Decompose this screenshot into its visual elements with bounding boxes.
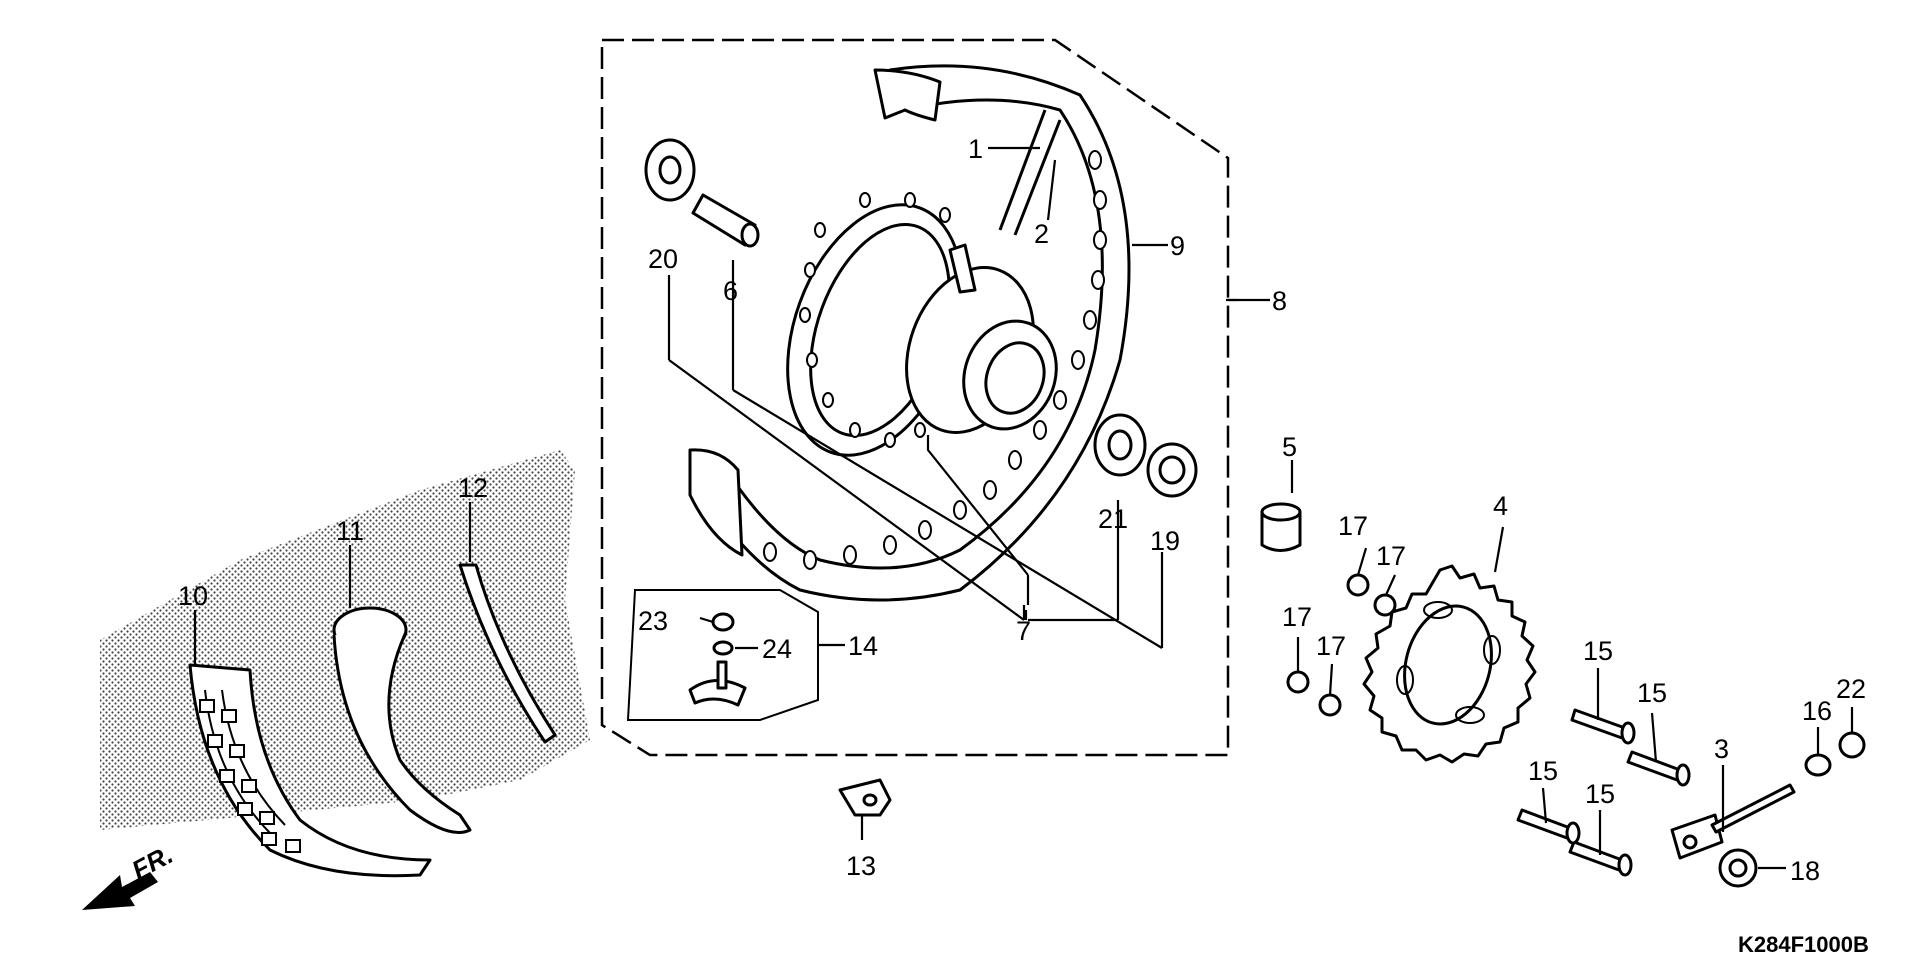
dust-seal-19 bbox=[1146, 442, 1198, 498]
callout-15c: 15 bbox=[1528, 756, 1558, 786]
sprocket-bolts-15 bbox=[1516, 708, 1691, 877]
collar-5 bbox=[1260, 502, 1302, 552]
callout-15a: 15 bbox=[1583, 636, 1613, 666]
callout-22: 22 bbox=[1836, 674, 1866, 704]
bearing-20 bbox=[644, 138, 696, 202]
callout-14: 14 bbox=[848, 631, 878, 661]
callout-5: 5 bbox=[1282, 432, 1297, 462]
callout-1: 1 bbox=[968, 134, 983, 164]
front-direction-arrow bbox=[82, 872, 158, 910]
distance-collar-6 bbox=[691, 193, 760, 248]
drawing-code: K284F1000B bbox=[1738, 932, 1869, 957]
callout-20: 20 bbox=[648, 244, 678, 274]
callout-7: 7 bbox=[1016, 616, 1031, 646]
callout-2: 2 bbox=[1034, 219, 1049, 249]
callout-17b: 17 bbox=[1376, 541, 1406, 571]
tire bbox=[188, 663, 432, 878]
sprocket-nuts-17 bbox=[1286, 573, 1397, 717]
callout-17a: 17 bbox=[1338, 511, 1368, 541]
inner-tube bbox=[332, 606, 472, 834]
leader-lines bbox=[193, 146, 1854, 870]
callout-6: 6 bbox=[723, 276, 738, 306]
washer-24 bbox=[712, 640, 734, 656]
valve-clip-13 bbox=[838, 778, 892, 817]
callout-23: 23 bbox=[638, 606, 668, 636]
callout-3: 3 bbox=[1714, 734, 1729, 764]
callout-17d: 17 bbox=[1316, 631, 1346, 661]
callout-4: 4 bbox=[1493, 491, 1508, 521]
callout-17c: 17 bbox=[1282, 602, 1312, 632]
callout-16: 16 bbox=[1802, 696, 1832, 726]
callout-15d: 15 bbox=[1585, 779, 1615, 809]
tire-lock bbox=[688, 660, 747, 707]
callout-12: 12 bbox=[458, 473, 488, 503]
rim-band bbox=[458, 563, 557, 744]
callout-11: 11 bbox=[336, 516, 364, 546]
spokes bbox=[998, 109, 1062, 236]
callout-19: 19 bbox=[1150, 526, 1180, 556]
nut-16 bbox=[1804, 753, 1832, 777]
callout-15b: 15 bbox=[1637, 678, 1667, 708]
callout-24: 24 bbox=[762, 634, 792, 664]
bearing-21 bbox=[1093, 413, 1147, 477]
callout-labels: 1 2 9 8 20 6 21 19 7 5 4 17 17 17 17 15 … bbox=[178, 134, 1866, 886]
spoke-set-box bbox=[626, 589, 819, 721]
rear-hub bbox=[786, 192, 1058, 457]
direction-label: FR. bbox=[127, 839, 178, 885]
callout-9: 9 bbox=[1170, 231, 1185, 261]
driven-sprocket-4 bbox=[1362, 564, 1537, 764]
nut-18 bbox=[1718, 848, 1758, 888]
callout-18: 18 bbox=[1790, 856, 1820, 886]
callout-10: 10 bbox=[178, 581, 208, 611]
callout-8: 8 bbox=[1272, 286, 1287, 316]
rim bbox=[688, 64, 1131, 602]
wheel-assembly-boundary bbox=[600, 38, 1230, 757]
callout-13: 13 bbox=[846, 851, 876, 881]
chain-adjuster-3 bbox=[1670, 783, 1796, 860]
nut-22 bbox=[1838, 731, 1866, 759]
callout-21: 21 bbox=[1098, 504, 1128, 534]
nut-23 bbox=[711, 612, 735, 632]
